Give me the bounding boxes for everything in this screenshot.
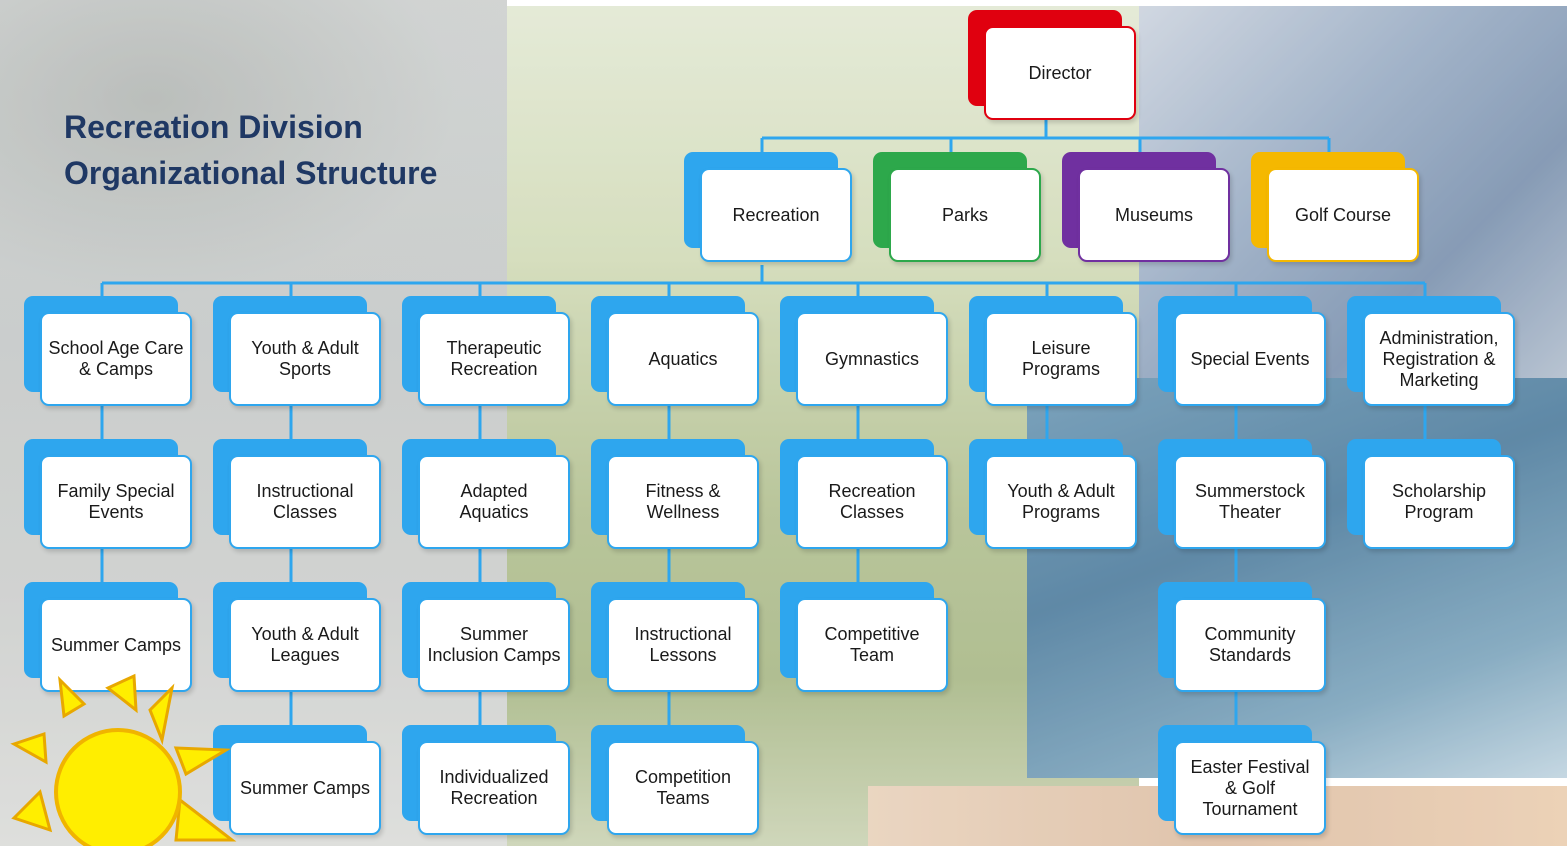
sun-icon xyxy=(10,673,237,846)
dept-museums-label: Museums xyxy=(1078,168,1230,262)
subprogram-instructional-lessons[interactable]: Instructional Lessons xyxy=(591,582,763,697)
subprogram-summer-camps-label: Summer Camps xyxy=(229,741,381,835)
subprogram-individualized-recreation[interactable]: Individualized Recreation xyxy=(402,725,574,840)
subprogram-recreation-classes[interactable]: Recreation Classes xyxy=(780,439,952,554)
subprogram-individualized-recreation-label: Individualized Recreation xyxy=(418,741,570,835)
program-leisure-programs-label: Leisure Programs xyxy=(985,312,1137,406)
program-youth-and-adult-sports-label: Youth & Adult Sports xyxy=(229,312,381,406)
page-title: Recreation Division Organizational Struc… xyxy=(64,104,437,196)
dept-parks[interactable]: Parks xyxy=(873,152,1045,267)
subprogram-youth-and-adult-leagues[interactable]: Youth & Adult Leagues xyxy=(213,582,385,697)
subprogram-instructional-lessons-label: Instructional Lessons xyxy=(607,598,759,692)
dept-recreation[interactable]: Recreation xyxy=(684,152,856,267)
program-therapeutic-recreation[interactable]: Therapeutic Recreation xyxy=(402,296,574,411)
dept-parks-label: Parks xyxy=(889,168,1041,262)
subprogram-instructional-classes-label: Instructional Classes xyxy=(229,455,381,549)
subprogram-easter-festival-and-golf-tournament[interactable]: Easter Festival & Golf Tournament xyxy=(1158,725,1330,840)
subprogram-summer-camps[interactable]: Summer Camps xyxy=(24,582,196,697)
dept-recreation-label: Recreation xyxy=(700,168,852,262)
subprogram-youth-and-adult-leagues-label: Youth & Adult Leagues xyxy=(229,598,381,692)
program-school-age-care-and-camps[interactable]: School Age Care & Camps xyxy=(24,296,196,411)
title-line-2: Organizational Structure xyxy=(64,155,438,191)
subprogram-fitness-and-wellness[interactable]: Fitness & Wellness xyxy=(591,439,763,554)
dept-golf[interactable]: Golf Course xyxy=(1251,152,1423,267)
subprogram-summerstock-theater[interactable]: Summerstock Theater xyxy=(1158,439,1330,554)
subprogram-adapted-aquatics-label: Adapted Aquatics xyxy=(418,455,570,549)
subprogram-summer-camps[interactable]: Summer Camps xyxy=(213,725,385,840)
title-line-1: Recreation Division xyxy=(64,109,363,145)
subprogram-community-standards-label: Community Standards xyxy=(1174,598,1326,692)
background-trees xyxy=(0,0,507,330)
subprogram-scholarship-program[interactable]: Scholarship Program xyxy=(1347,439,1519,554)
subprogram-community-standards[interactable]: Community Standards xyxy=(1158,582,1330,697)
program-aquatics[interactable]: Aquatics xyxy=(591,296,763,411)
program-aquatics-label: Aquatics xyxy=(607,312,759,406)
subprogram-adapted-aquatics[interactable]: Adapted Aquatics xyxy=(402,439,574,554)
subprogram-family-special-events-label: Family Special Events xyxy=(40,455,192,549)
subprogram-summer-inclusion-camps[interactable]: Summer Inclusion Camps xyxy=(402,582,574,697)
subprogram-recreation-classes-label: Recreation Classes xyxy=(796,455,948,549)
subprogram-competition-teams-label: Competition Teams xyxy=(607,741,759,835)
program-leisure-programs[interactable]: Leisure Programs xyxy=(969,296,1141,411)
subprogram-summer-camps-label: Summer Camps xyxy=(40,598,192,692)
subprogram-youth-and-adult-programs[interactable]: Youth & Adult Programs xyxy=(969,439,1141,554)
program-administration-registration-and-marketing-label: Administration, Registration & Marketing xyxy=(1363,312,1515,406)
subprogram-competitive-team[interactable]: Competitive Team xyxy=(780,582,952,697)
subprogram-family-special-events[interactable]: Family Special Events xyxy=(24,439,196,554)
program-youth-and-adult-sports[interactable]: Youth & Adult Sports xyxy=(213,296,385,411)
program-special-events-label: Special Events xyxy=(1174,312,1326,406)
subprogram-scholarship-program-label: Scholarship Program xyxy=(1363,455,1515,549)
dept-museums[interactable]: Museums xyxy=(1062,152,1234,267)
subprogram-competitive-team-label: Competitive Team xyxy=(796,598,948,692)
program-gymnastics[interactable]: Gymnastics xyxy=(780,296,952,411)
program-therapeutic-recreation-label: Therapeutic Recreation xyxy=(418,312,570,406)
subprogram-instructional-classes[interactable]: Instructional Classes xyxy=(213,439,385,554)
subprogram-easter-festival-and-golf-tournament-label: Easter Festival & Golf Tournament xyxy=(1174,741,1326,835)
subprogram-fitness-and-wellness-label: Fitness & Wellness xyxy=(607,455,759,549)
program-gymnastics-label: Gymnastics xyxy=(796,312,948,406)
program-special-events[interactable]: Special Events xyxy=(1158,296,1330,411)
subprogram-youth-and-adult-programs-label: Youth & Adult Programs xyxy=(985,455,1137,549)
subprogram-summer-inclusion-camps-label: Summer Inclusion Camps xyxy=(418,598,570,692)
program-school-age-care-and-camps-label: School Age Care & Camps xyxy=(40,312,192,406)
subprogram-summerstock-theater-label: Summerstock Theater xyxy=(1174,455,1326,549)
director-box-label: Director xyxy=(984,26,1136,120)
dept-golf-label: Golf Course xyxy=(1267,168,1419,262)
subprogram-competition-teams[interactable]: Competition Teams xyxy=(591,725,763,840)
program-administration-registration-and-marketing[interactable]: Administration, Registration & Marketing xyxy=(1347,296,1519,411)
director-box[interactable]: Director xyxy=(968,10,1140,125)
